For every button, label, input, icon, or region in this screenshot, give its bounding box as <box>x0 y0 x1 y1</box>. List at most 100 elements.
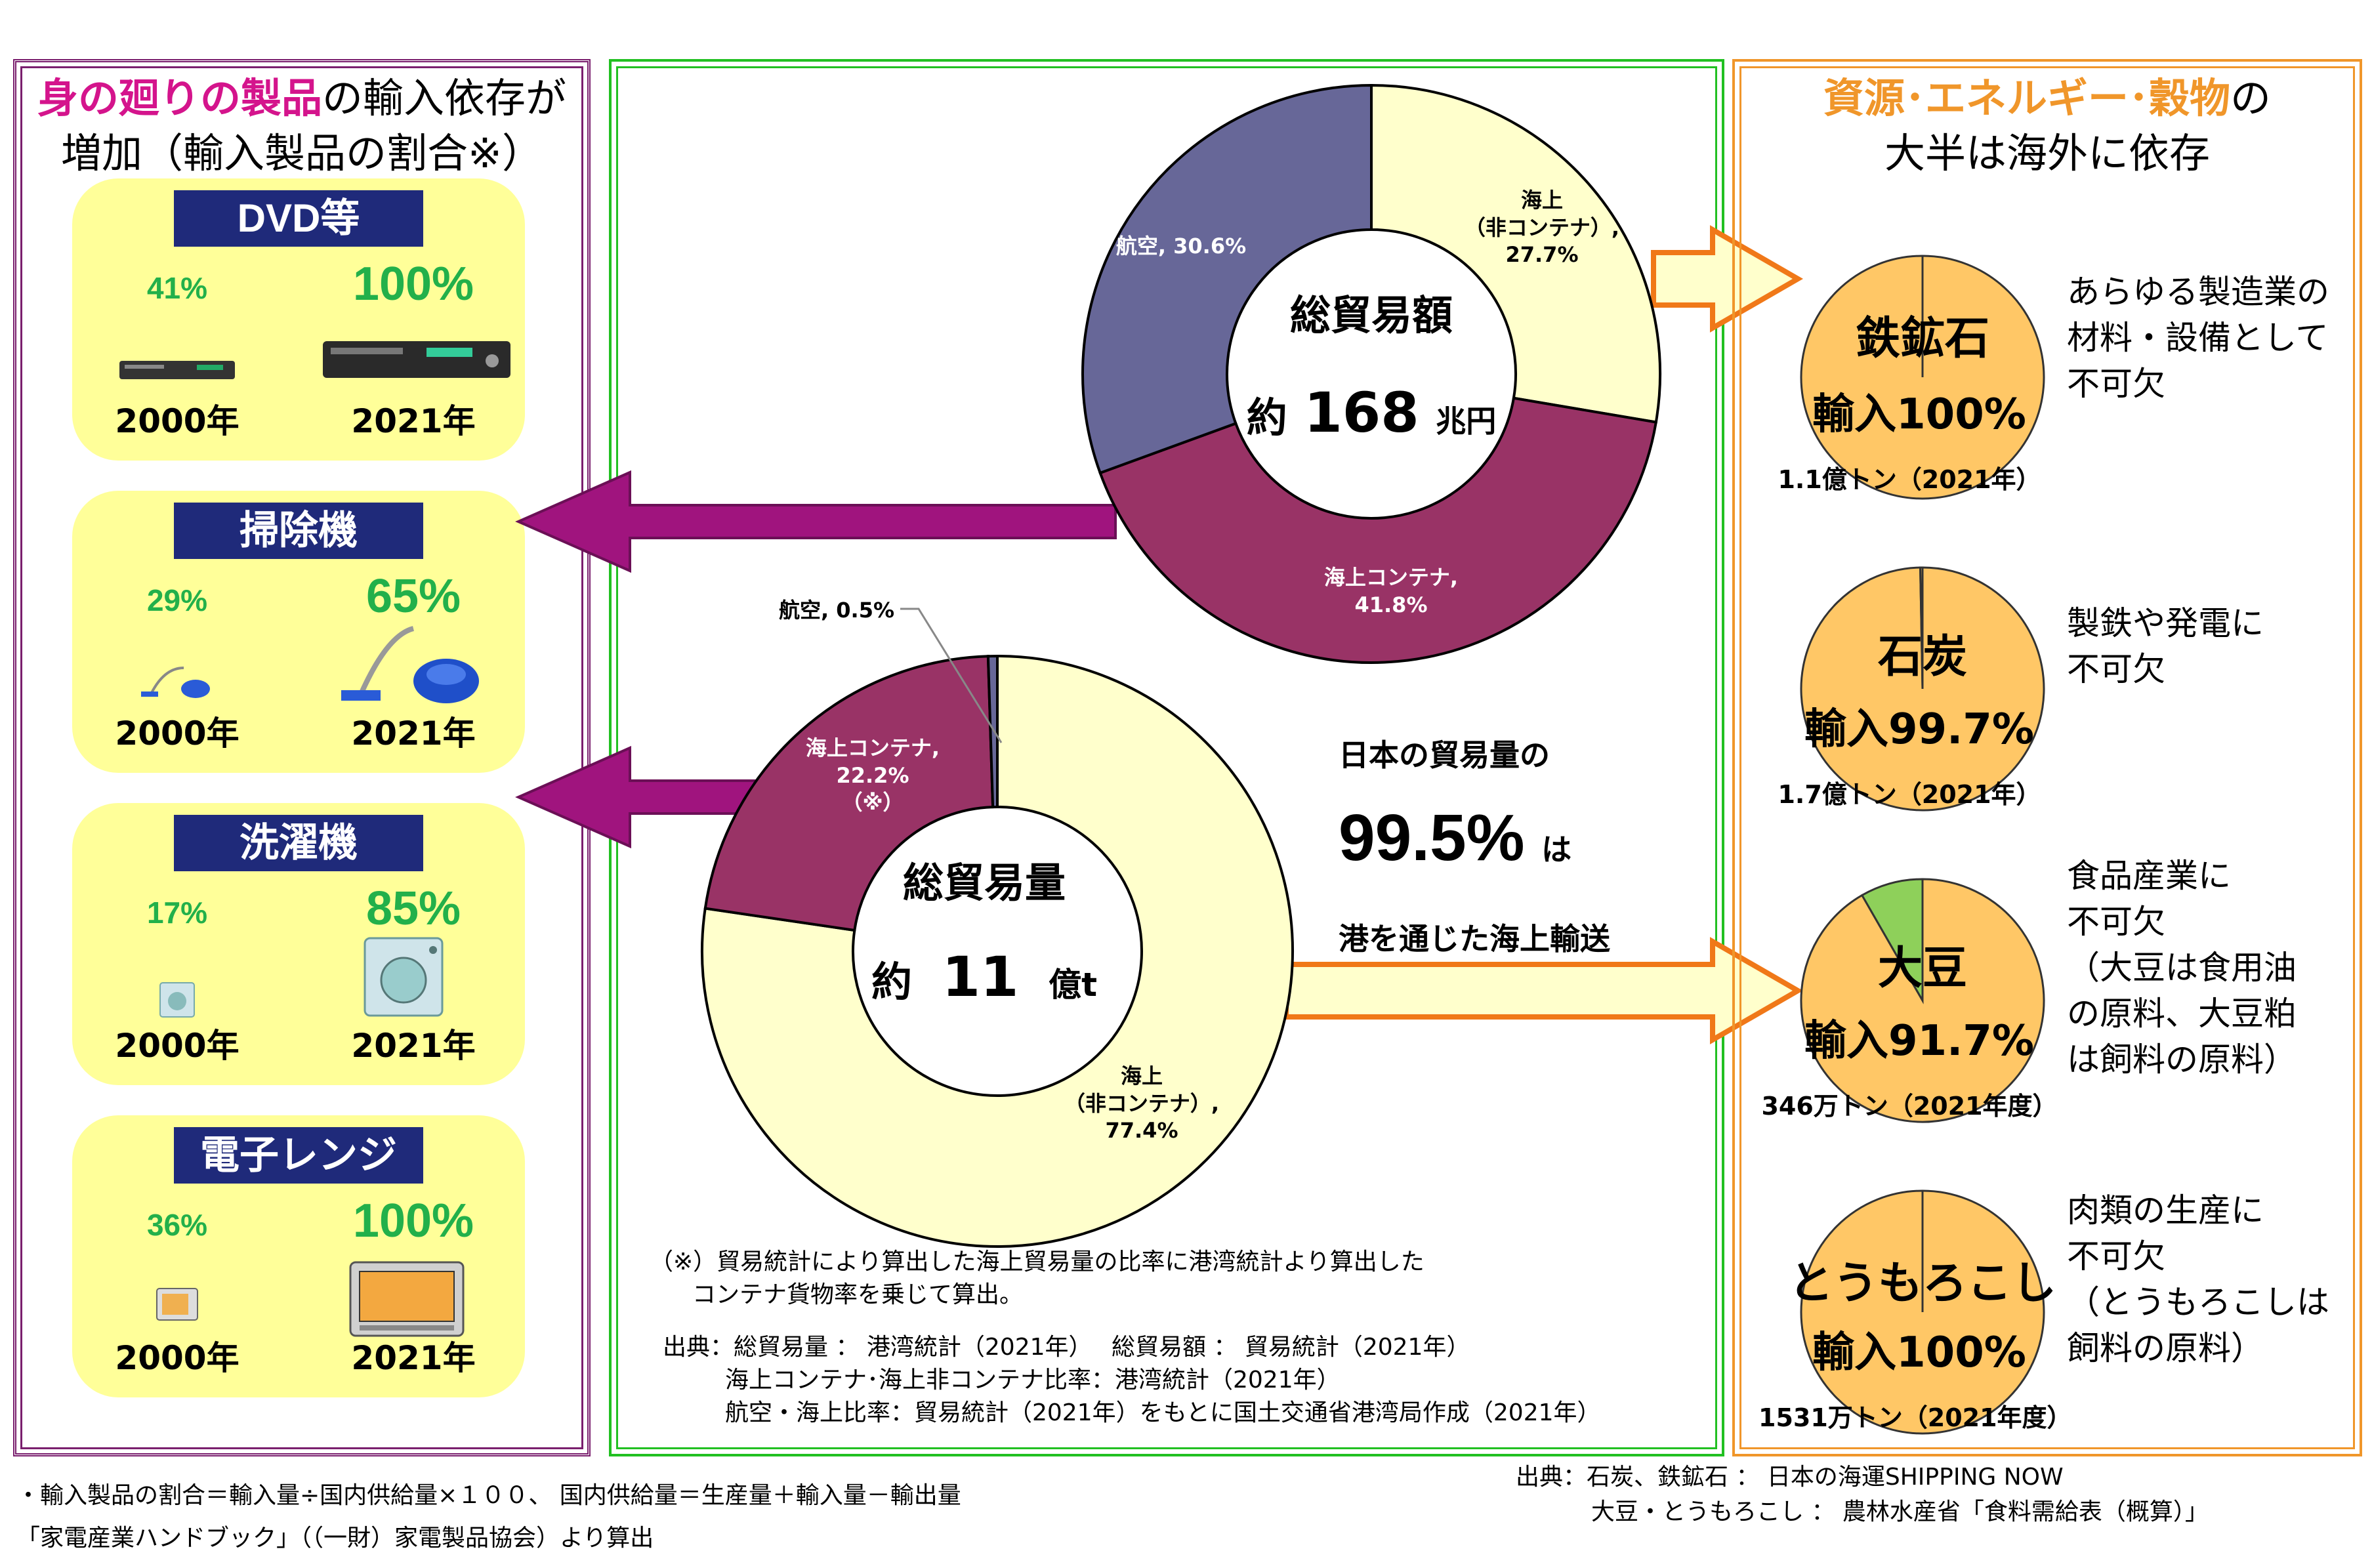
card-title: 洗濯機 <box>174 815 423 871</box>
desc-line: 不可欠 <box>2067 903 2165 941</box>
right-title-highlight: 資源･エネルギー･穀物 <box>1823 74 2230 122</box>
desc-line: あらゆる製造業の <box>2067 273 2329 311</box>
old-year: 2000年 <box>115 1027 239 1065</box>
arrow-to-resources-upper <box>1651 225 1804 333</box>
slice-sea-container <box>1098 396 1658 664</box>
resource-desc-iron-ore: あらゆる製造業の 材料・設備として 不可欠 <box>2067 269 2329 407</box>
product-card-vacuum: 掃除機 29% 65% 2000年 2021年 <box>72 491 525 773</box>
old-year: 2000年 <box>115 402 239 440</box>
volume-label-air: 航空, 0.5% <box>778 598 895 623</box>
value-label-sea-container: 海上コンテナ,41.8% <box>1323 565 1459 617</box>
trade-value-donut <box>1081 83 1661 664</box>
resource-import-iron-ore: 輸入100% <box>1812 390 2026 439</box>
dvd-player-icon <box>119 361 235 379</box>
resource-pie-2 <box>1800 878 2045 1123</box>
desc-line: 不可欠 <box>2067 365 2165 403</box>
left-note-source: 「家電産業ハンドブック」（（一財）家電製品協会）より算出 <box>16 1525 654 1552</box>
arrow-to-products-upper <box>515 470 1117 573</box>
old-percent: 29% <box>146 583 208 617</box>
right-source-1: 出典：石炭、鉄鉱石 ： 日本の海運SHIPPING NOW <box>1516 1464 2064 1491</box>
new-year: 2021年 <box>351 714 476 753</box>
desc-line: 飼料の原料） <box>2067 1329 2264 1367</box>
desc-line: （とうもろこしは <box>2067 1283 2329 1321</box>
summary-line3: 港を通じた海上輸送 <box>1339 921 1610 957</box>
value-unit: 兆円 <box>1436 403 1497 439</box>
new-year: 2021年 <box>351 1027 476 1065</box>
vacuum-cleaner-icon <box>341 626 479 703</box>
resource-volume-iron-ore: 1.1億トン（2021年） <box>1778 465 2041 494</box>
resource-volume-corn: 1531万トン（2021年度） <box>1758 1403 2072 1432</box>
arrow-to-products-lower <box>515 745 756 849</box>
summary-line1: 日本の貿易量の <box>1339 737 1550 773</box>
right-panel-title: 資源･エネルギー･穀物の 大半は海外に依存 <box>1732 71 2362 180</box>
desc-line: は飼料の原料） <box>2067 1041 2297 1079</box>
card-title: 電子レンジ <box>174 1127 423 1184</box>
resource-pie-1 <box>1800 566 2045 812</box>
resource-name-iron-ore: 鉄鉱石 <box>1855 313 1989 365</box>
desc-line: 肉類の生産に <box>2067 1191 2264 1229</box>
old-percent: 41% <box>146 271 208 305</box>
domestic-slice <box>1919 566 1924 690</box>
desc-line: （大豆は食用油 <box>2067 949 2297 987</box>
desc-line: 不可欠 <box>2067 650 2165 688</box>
resource-import-corn: 輸入100% <box>1812 1329 2026 1377</box>
dvd-player-icon <box>323 341 510 378</box>
right-title-rest: の <box>2230 74 2272 122</box>
desc-line: の原料、大豆粕 <box>2067 995 2297 1033</box>
card-title: 掃除機 <box>174 503 423 559</box>
desc-line: 食品産業に <box>2067 857 2231 895</box>
old-year: 2000年 <box>115 714 239 753</box>
resource-name-coal: 石炭 <box>1877 631 1967 683</box>
summary-percent-line: 99.5% は <box>1339 800 1571 876</box>
volume-unit: 億t <box>1049 966 1097 1004</box>
desc-line: 製鉄や発電に <box>2067 604 2264 642</box>
slice-air <box>1081 83 1373 475</box>
value-label-sea-noncontainer: 海上（非コンテナ）,27.7% <box>1464 188 1620 268</box>
new-percent: 85% <box>365 882 461 935</box>
volume-label-sea-noncontainer: 海上（非コンテナ）,77.4% <box>1064 1063 1220 1144</box>
old-year: 2000年 <box>115 1339 239 1377</box>
volume-center-title: 総貿易量 <box>902 859 1066 907</box>
household-products-panel <box>13 59 591 1456</box>
volume-label-sea-container: 海上コンテナ,22.2%（※） <box>805 735 940 815</box>
vacuum-cleaner-icon <box>141 667 210 698</box>
middle-source-1: 出典：総貿易量 ： 港湾統計（2021年） 総貿易額 ： 貿易統計（2021年） <box>663 1334 1470 1361</box>
left-panel-title: 身の廻りの製品の輸入依存が 増加（輸入製品の割合※） <box>13 71 591 180</box>
right-title-line2: 大半は海外に依存 <box>1884 129 2210 177</box>
summary-ha: は <box>1541 832 1572 867</box>
summary-percent: 99.5% <box>1339 801 1525 875</box>
old-percent: 36% <box>146 1208 208 1242</box>
resource-desc-soybean: 食品産業に 不可欠 （大豆は食用油 の原料、大豆粕 は飼料の原料） <box>2067 853 2297 1083</box>
value-prefix: 約 <box>1246 394 1287 442</box>
resource-pie-3 <box>1800 1189 2045 1435</box>
resource-desc-coal: 製鉄や発電に 不可欠 <box>2067 600 2264 692</box>
microwave-icon <box>156 1288 198 1321</box>
value-center-title: 総貿易額 <box>1289 291 1453 339</box>
card-title: DVD等 <box>174 190 423 247</box>
new-percent: 100% <box>352 258 474 310</box>
domestic-slice <box>1860 878 1924 1004</box>
volume-center-amount: 約 11 億t <box>833 945 1135 1009</box>
resource-volume-soybean: 346万トン（2021年度） <box>1761 1092 2058 1121</box>
middle-source-2: 海上コンテナ･海上非コンテナ比率：港湾統計（2021年） <box>725 1367 1341 1393</box>
slice-air <box>986 654 999 809</box>
middle-source-3: 航空・海上比率：貿易統計（2021年）をもとに国土交通省港湾局作成（2021年） <box>725 1399 1601 1426</box>
old-percent: 17% <box>146 896 208 930</box>
slice-sea-container <box>703 655 995 932</box>
desc-line: 材料・設備として <box>2067 319 2329 357</box>
slice-sea-noncontainer <box>1370 83 1661 424</box>
left-title-highlight: 身の廻りの製品 <box>37 74 322 122</box>
left-title-line2: 増加（輸入製品の割合※） <box>61 129 543 177</box>
middle-footnote-2: コンテナ貨物率を乗じて算出。 <box>692 1281 1024 1308</box>
volume-number: 11 <box>942 945 1019 1009</box>
resource-name-corn: とうもろこし <box>1788 1258 2056 1310</box>
value-label-air: 航空, 30.6% <box>1115 234 1247 258</box>
slice-sea-noncontainer <box>701 654 1294 1248</box>
product-card-dvd: DVD等 41% 100% 2000年 2021年 <box>72 178 525 461</box>
resources-panel <box>1732 59 2362 1456</box>
value-number: 168 <box>1304 381 1419 445</box>
resource-pie-0 <box>1800 255 2045 500</box>
left-title-rest: の輸入依存が <box>322 74 567 122</box>
resource-import-soybean: 輸入91.7% <box>1804 1017 2035 1065</box>
